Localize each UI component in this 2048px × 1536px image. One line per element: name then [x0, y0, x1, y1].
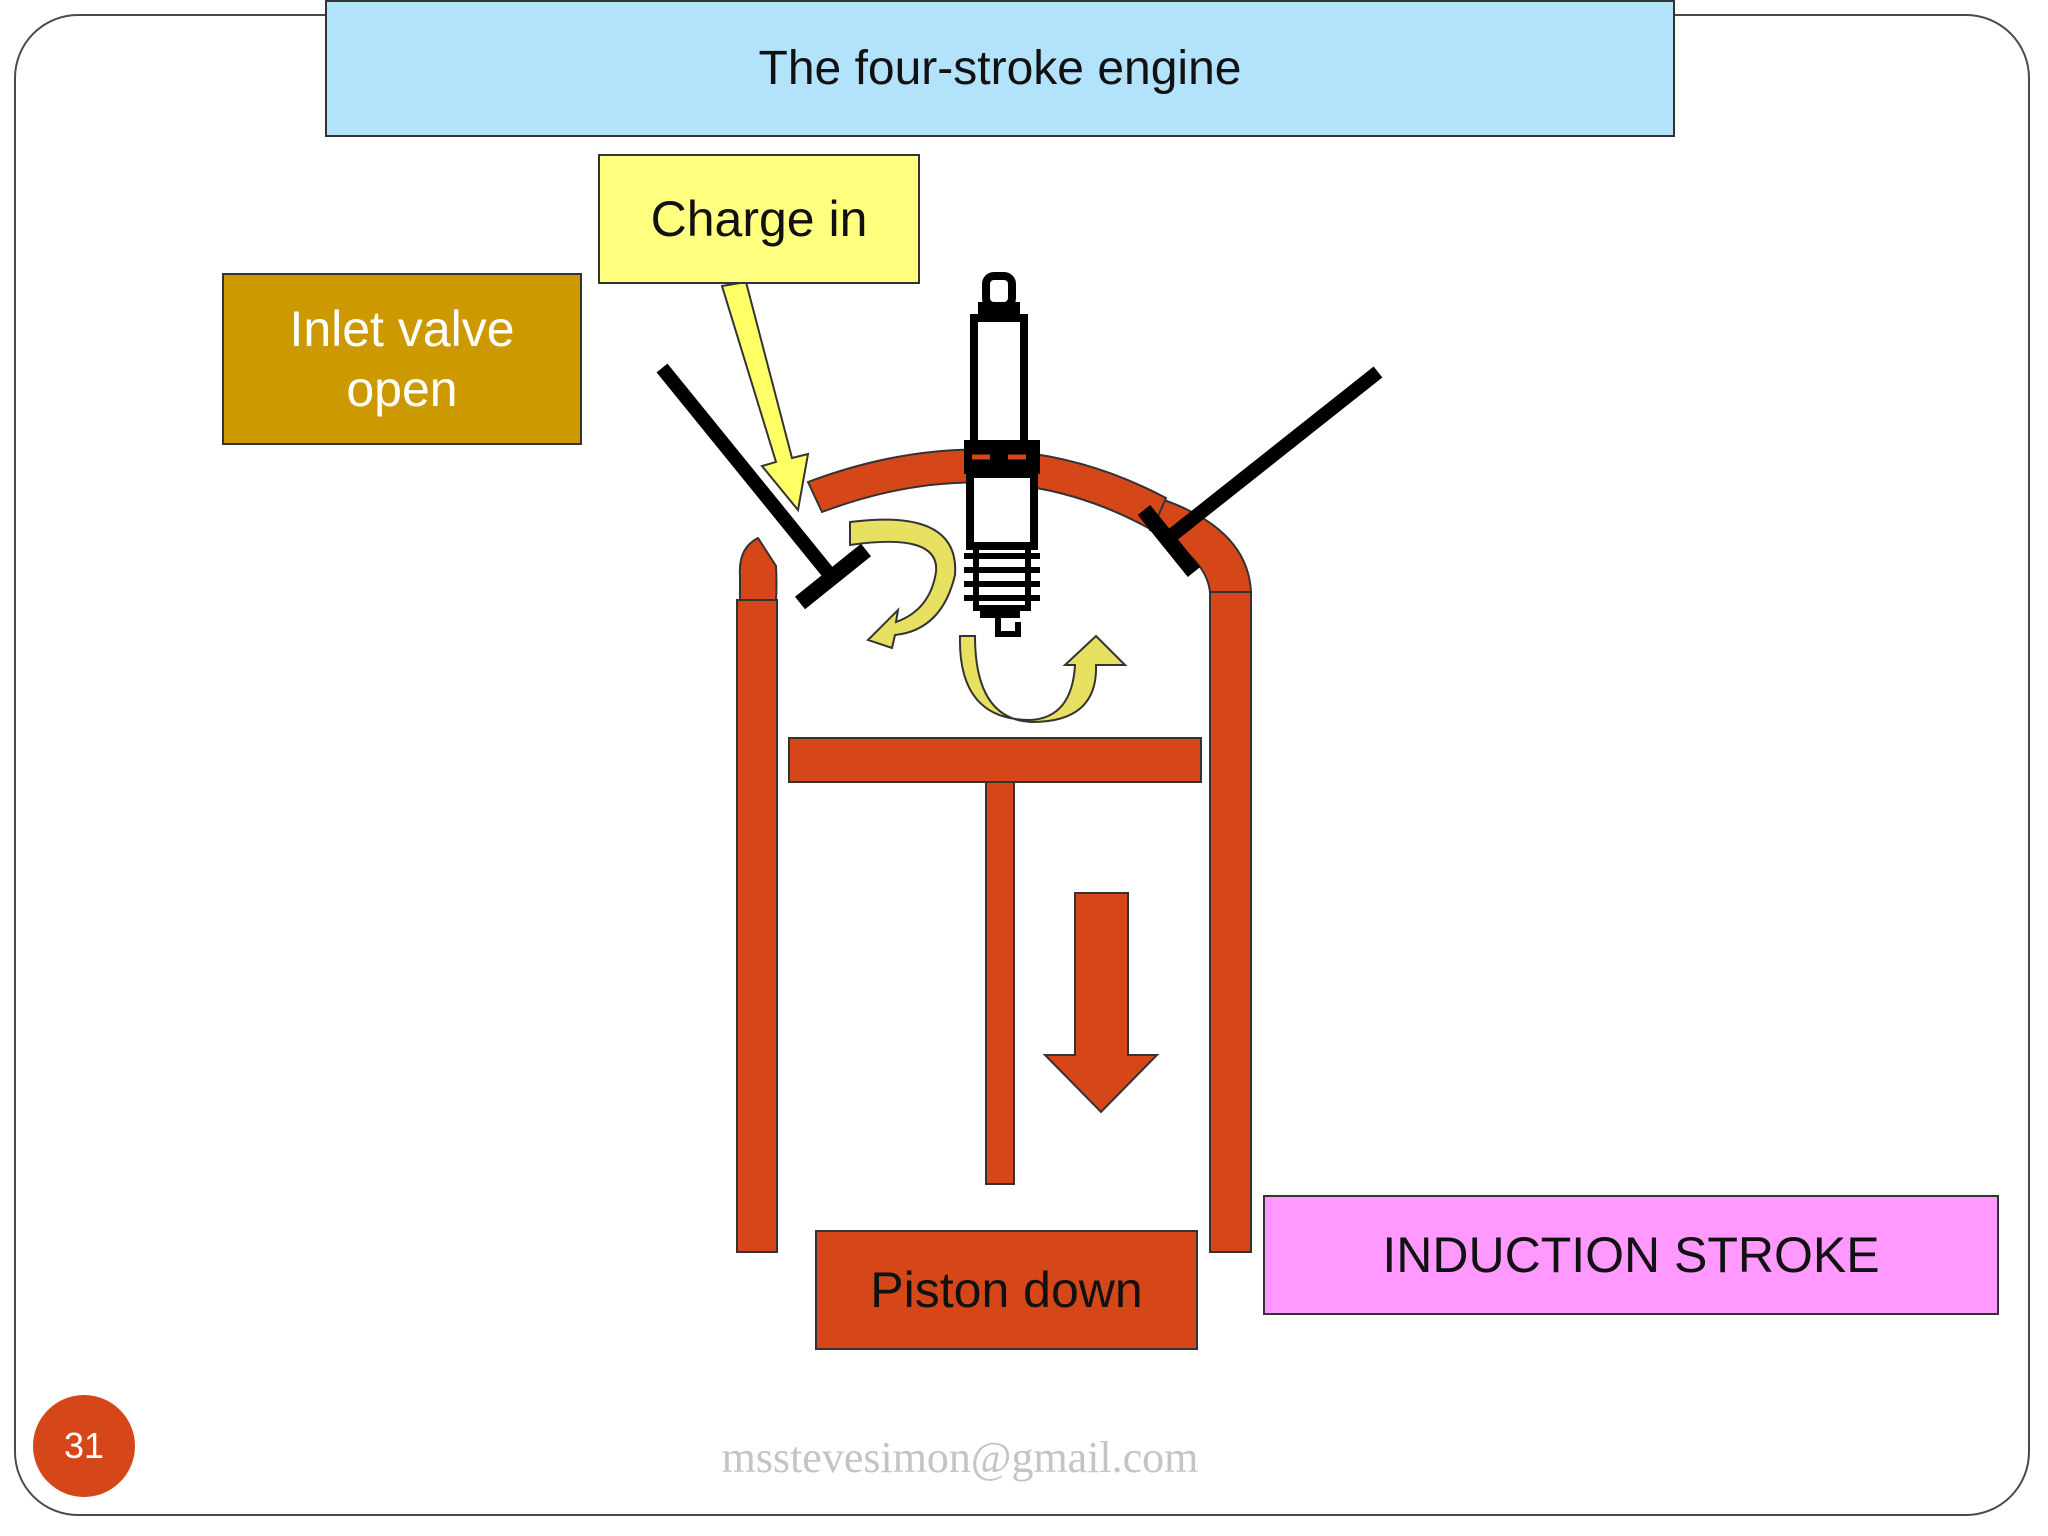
- swirl-arrow-bottom: [958, 634, 1128, 724]
- cylinder-head: [806, 448, 1168, 532]
- inlet-valve: [656, 363, 872, 610]
- exhaust-valve: [1137, 366, 1383, 578]
- induction-stroke-label: INDUCTION STROKE: [1263, 1195, 1999, 1315]
- charge-in-label: Charge in: [598, 154, 920, 284]
- cylinder-left-wall: [738, 536, 778, 601]
- cylinder-right-wall: [1209, 591, 1252, 1253]
- piston-crown: [788, 737, 1202, 783]
- charge-in-arrow: [720, 280, 810, 513]
- connecting-rod: [985, 781, 1015, 1185]
- page-number-badge: 31: [33, 1395, 135, 1497]
- spark-plug-icon: [964, 272, 1040, 637]
- footer-email: msstevesimon@gmail.com: [721, 1433, 1199, 1482]
- swirl-arrow-left: [849, 518, 957, 650]
- down-arrow-icon: [1042, 892, 1160, 1114]
- piston-down-label: Piston down: [815, 1230, 1198, 1350]
- cylinder-left-wall: [736, 599, 778, 1253]
- slide-title: The four-stroke engine: [325, 0, 1675, 137]
- inlet-valve-label: Inlet valve open: [222, 273, 582, 445]
